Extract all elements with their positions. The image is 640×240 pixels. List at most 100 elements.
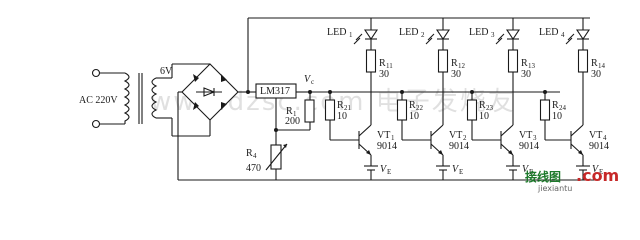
vt-2-name: VT (449, 130, 462, 141)
r4-value: 470 (246, 163, 261, 174)
r24-value: 10 (552, 111, 562, 122)
logo-text: 接线图 (525, 169, 561, 184)
led-4-ray-1 (567, 33, 575, 41)
led-1-sub: 1 (349, 31, 353, 39)
r11-name: R (379, 58, 386, 69)
r22-name: R (409, 100, 416, 111)
vt-2-model: 9014 (449, 141, 469, 152)
r1-name: R (286, 106, 293, 117)
bus-junction-3 (470, 90, 474, 94)
vt-4-name: VT (589, 130, 602, 141)
led-2-name: LED (399, 27, 418, 38)
ve-1-name: V (380, 164, 388, 175)
resistor-r24 (539, 99, 551, 121)
vc-label: V (304, 74, 312, 85)
ve-3-sub: E (529, 168, 533, 176)
resistor-r21 (324, 99, 336, 121)
vt-3-model: 9014 (519, 141, 539, 152)
r23-name: R (479, 100, 486, 111)
r21-value: 10 (337, 111, 347, 122)
r4-name: R (246, 148, 253, 159)
r24-name: R (552, 100, 559, 111)
r21-name: R (337, 100, 344, 111)
led-2-ray-2 (425, 37, 433, 45)
r22-value: 10 (409, 111, 419, 122)
r12-sub: 12 (458, 62, 466, 70)
vt-1-arrow (366, 150, 371, 155)
resistor-r11 (365, 49, 377, 73)
r22-sub: 22 (416, 104, 424, 112)
vt-2-sub: 2 (463, 134, 467, 142)
r1-value: 200 (285, 116, 300, 127)
ve-4-name: V (592, 164, 600, 175)
vt-1-model: 9014 (377, 141, 397, 152)
led-4-name: LED (539, 27, 558, 38)
vt-2-collector (430, 124, 444, 137)
bus-junction-2 (400, 90, 404, 94)
vt-1-name: VT (377, 130, 390, 141)
led-3-name: LED (469, 27, 488, 38)
r4-variable-arrow (265, 143, 288, 171)
led-4-symbol (575, 29, 591, 40)
ac-input-terminals (91, 68, 125, 129)
vt-3-arrow (508, 150, 513, 155)
resistor-r22 (396, 99, 408, 121)
vc-sub: c (311, 78, 314, 86)
r13-name: R (521, 58, 528, 69)
vt-4-collector (570, 124, 584, 137)
r14-value: 30 (591, 69, 601, 80)
vt-1-collector (358, 124, 372, 137)
vt-3-name: VT (519, 130, 532, 141)
r4-sub: 4 (253, 152, 257, 160)
resistor-r23 (466, 99, 478, 121)
vt-4-sub: 4 (603, 134, 607, 142)
vt-1-sub: 1 (391, 134, 395, 142)
led-2-symbol (435, 29, 451, 40)
r14-sub: 14 (598, 62, 606, 70)
transformer (123, 64, 173, 136)
r11-sub: 11 (386, 62, 393, 70)
led-2-ray-1 (427, 33, 435, 41)
bus-junction-4 (543, 90, 547, 94)
r23-sub: 23 (486, 104, 494, 112)
r12-value: 30 (451, 69, 461, 80)
bus-junction-1 (328, 90, 332, 94)
led-4-sub: 4 (561, 31, 565, 39)
led-2-sub: 2 (421, 31, 425, 39)
ve-1-sub: E (387, 168, 391, 176)
resistor-r12 (437, 49, 449, 73)
led-4-ray-2 (565, 37, 573, 45)
ve-3-name: V (522, 164, 530, 175)
r1-sub: 1 (293, 110, 297, 118)
resistor-r14 (577, 49, 589, 73)
logo-com: .com (576, 166, 619, 185)
logo-url: jiexiantu (537, 184, 572, 193)
r21-sub: 21 (344, 104, 352, 112)
bridge-rectifier (172, 63, 248, 180)
resistor-r13 (507, 49, 519, 73)
r14-name: R (591, 58, 598, 69)
circuit-diagram: www.dzsc.com 电子发烧友 AC 220V 6V (79, 17, 620, 193)
ac-source-label: AC 220V (79, 95, 118, 106)
led-1-symbol (363, 29, 379, 40)
r13-value: 30 (521, 69, 531, 80)
lm317-label: LM317 (260, 86, 290, 97)
led-1-ray-1 (355, 33, 363, 41)
r12-name: R (451, 58, 458, 69)
r11-value: 30 (379, 69, 389, 80)
led-3-ray-1 (497, 33, 505, 41)
vt-2-arrow (438, 150, 443, 155)
led-3-sub: 3 (491, 31, 495, 39)
vt-4-model: 9014 (589, 141, 609, 152)
r4-arrowhead (283, 144, 287, 148)
schematic: www.dzsc.com 电子发烧友 AC 220V 6V (79, 17, 619, 193)
ve-2-name: V (452, 164, 460, 175)
led-1-ray-2 (353, 37, 361, 45)
r13-sub: 13 (528, 62, 536, 70)
vt-3-sub: 3 (533, 134, 537, 142)
vt-3-collector (500, 124, 514, 137)
transformer-secondary-label: 6V (160, 66, 173, 77)
led-3-ray-2 (495, 37, 503, 45)
vt-4-arrow (578, 150, 583, 155)
